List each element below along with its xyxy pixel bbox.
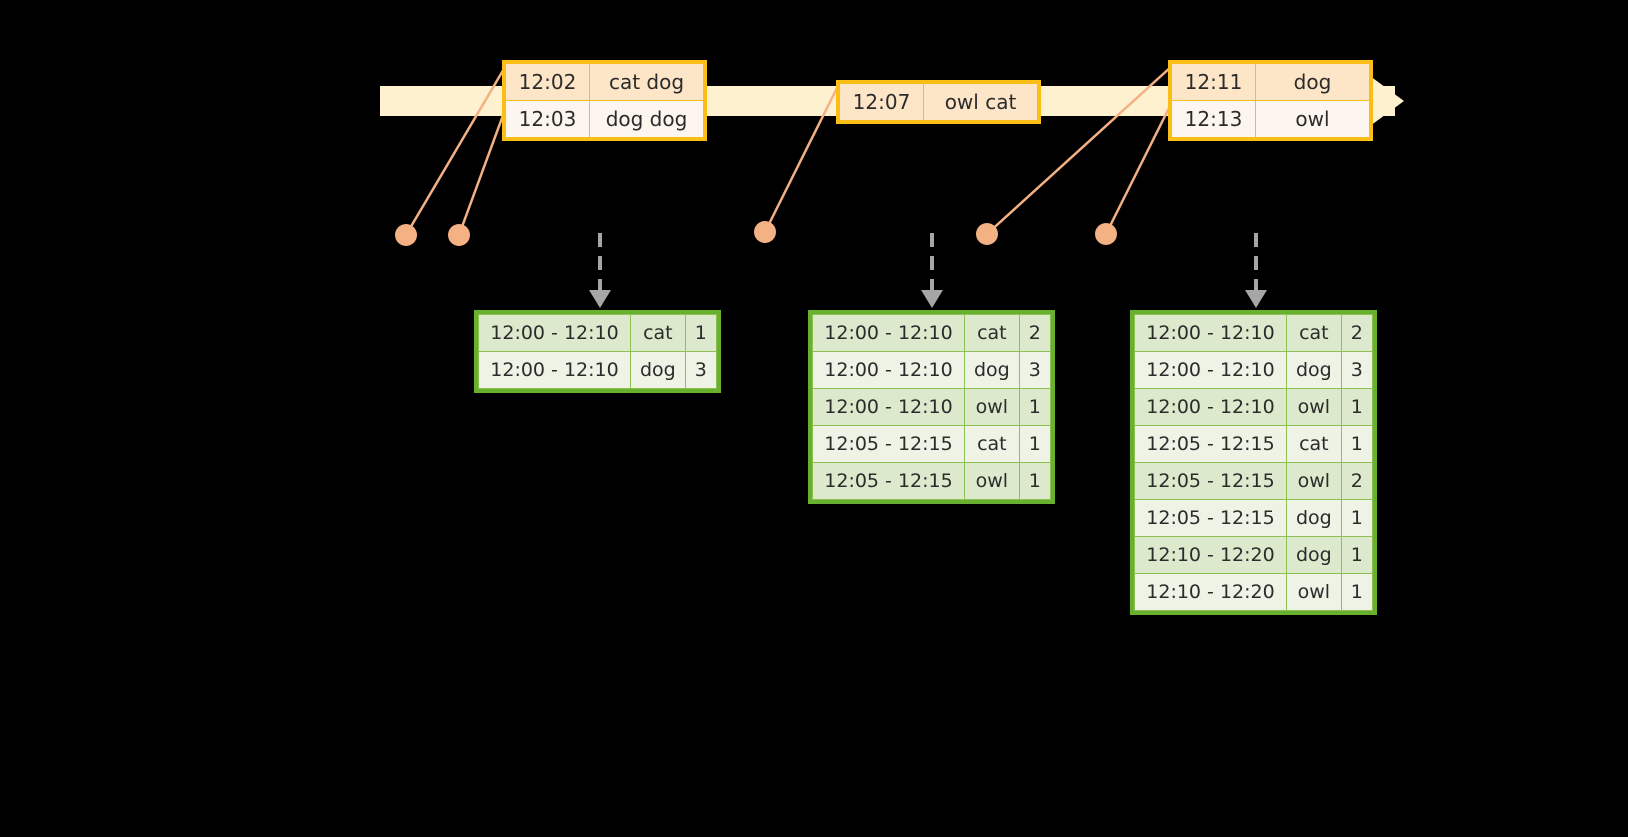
- key-cell: dog: [1286, 499, 1342, 537]
- connector-1203: [457, 98, 511, 236]
- event-words: dog: [1255, 63, 1370, 101]
- key-cell: dog: [630, 351, 686, 389]
- count-cell: 1: [1018, 388, 1051, 426]
- window-cell: 12:00 - 12:10: [812, 351, 965, 389]
- key-cell: cat: [1286, 314, 1342, 352]
- event-time: 12:13: [1171, 100, 1256, 138]
- window-cell: 12:05 - 12:15: [1134, 462, 1287, 500]
- event-time: 12:11: [1171, 63, 1256, 101]
- event-words: cat dog: [589, 63, 704, 101]
- connector-1213: [1104, 99, 1175, 235]
- connector-1207: [763, 81, 842, 233]
- count-cell: 1: [1340, 425, 1373, 463]
- event-words: dog dog: [589, 100, 704, 138]
- event-marker-1213: [1095, 223, 1117, 245]
- key-cell: owl: [964, 462, 1020, 500]
- count-cell: 1: [1018, 425, 1051, 463]
- count-cell: 1: [1340, 573, 1373, 611]
- event-words: owl cat: [923, 83, 1038, 121]
- window-cell: 12:00 - 12:10: [812, 388, 965, 426]
- event-marker-1207: [754, 221, 776, 243]
- count-cell: 2: [1340, 462, 1373, 500]
- dashed-arrow-2-head-icon: [921, 290, 943, 308]
- count-cell: 1: [684, 314, 717, 352]
- count-cell: 1: [1340, 536, 1373, 574]
- key-cell: owl: [1286, 462, 1342, 500]
- count-cell: 1: [1340, 388, 1373, 426]
- event-words: owl: [1255, 100, 1370, 138]
- window-cell: 12:10 - 12:20: [1134, 536, 1287, 574]
- count-cell: 3: [684, 351, 717, 389]
- window-cell: 12:05 - 12:15: [1134, 425, 1287, 463]
- count-cell: 2: [1340, 314, 1373, 352]
- count-cell: 3: [1018, 351, 1051, 389]
- key-cell: cat: [964, 425, 1020, 463]
- event-time: 12:03: [505, 100, 590, 138]
- key-cell: dog: [1286, 536, 1342, 574]
- window-cell: 12:00 - 12:10: [1134, 388, 1287, 426]
- event-time: 12:02: [505, 63, 590, 101]
- window-cell: 12:05 - 12:15: [1134, 499, 1287, 537]
- dashed-arrow-3-head-icon: [1245, 290, 1267, 308]
- key-cell: dog: [1286, 351, 1342, 389]
- window-cell: 12:00 - 12:10: [1134, 351, 1287, 389]
- connector-1211: [986, 65, 1173, 235]
- count-cell: 3: [1340, 351, 1373, 389]
- event-time: 12:07: [839, 83, 924, 121]
- window-cell: 12:05 - 12:15: [812, 462, 965, 500]
- event-marker-1203: [448, 224, 470, 246]
- window-cell: 12:00 - 12:10: [812, 314, 965, 352]
- count-cell: 1: [1340, 499, 1373, 537]
- key-cell: dog: [964, 351, 1020, 389]
- window-cell: 12:05 - 12:15: [812, 425, 965, 463]
- key-cell: cat: [630, 314, 686, 352]
- timeline-arrowhead-icon: [1370, 76, 1404, 126]
- key-cell: cat: [1286, 425, 1342, 463]
- key-cell: cat: [964, 314, 1020, 352]
- key-cell: owl: [1286, 573, 1342, 611]
- event-marker-1202: [395, 224, 417, 246]
- event-marker-1211: [976, 223, 998, 245]
- window-cell: 12:00 - 12:10: [1134, 314, 1287, 352]
- key-cell: owl: [964, 388, 1020, 426]
- key-cell: owl: [1286, 388, 1342, 426]
- connector-1202: [404, 61, 510, 236]
- window-cell: 12:00 - 12:10: [478, 351, 631, 389]
- window-cell: 12:10 - 12:20: [1134, 573, 1287, 611]
- count-cell: 2: [1018, 314, 1051, 352]
- dashed-arrow-1-head-icon: [589, 290, 611, 308]
- count-cell: 1: [1018, 462, 1051, 500]
- window-cell: 12:00 - 12:10: [478, 314, 631, 352]
